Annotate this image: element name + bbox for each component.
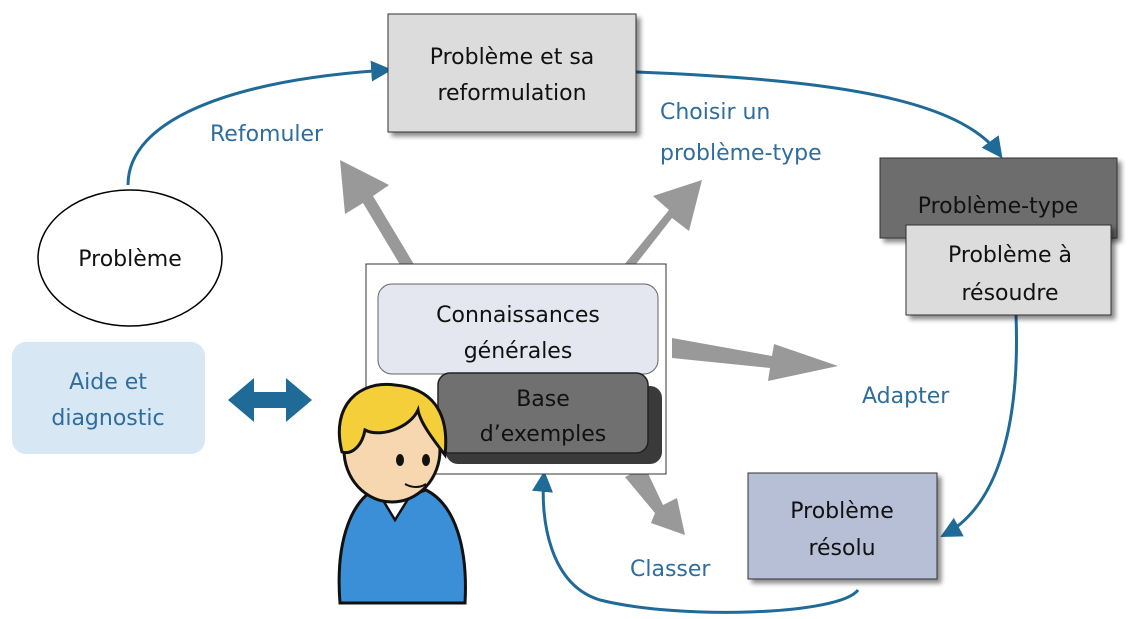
probleme-label: Problème: [78, 247, 181, 272]
connaissances-label-line1: Connaissances: [436, 303, 600, 328]
aide-diagnostic-box: [12, 342, 205, 454]
resolu-box: [747, 472, 938, 580]
connaissances-label-line2: générales: [464, 339, 573, 364]
classify-flow-arrow: [532, 470, 860, 614]
refomuler-label: Refomuler: [210, 122, 324, 147]
resolu-label-line1: Problème: [790, 499, 893, 524]
reformulation-box: [387, 13, 637, 133]
probleme-ellipse: [37, 189, 223, 327]
choisir-label-line2: problème-type: [660, 141, 822, 166]
gray-arrow-refomuler: [340, 160, 432, 278]
gray-arrow-adapter: [672, 338, 838, 381]
gray-arrow-classer: [625, 467, 685, 535]
base-label-line1: Base: [516, 387, 570, 412]
double-headed-arrow: [228, 378, 312, 422]
user-avatar-icon: [337, 382, 467, 605]
adapt-flow-arrow: [940, 314, 1018, 537]
reformulate-flow-arrow: [126, 60, 393, 186]
base-label-line2: d’exemples: [480, 422, 607, 447]
a-resoudre-box: [905, 224, 1112, 316]
resolu-label-line2: résolu: [808, 536, 875, 561]
probleme-type-label: Problème-type: [918, 194, 1079, 219]
classer-label: Classer: [630, 557, 711, 582]
a-resoudre-label-line1: Problème à: [948, 243, 1072, 268]
reformulation-label-line2: reformulation: [437, 81, 586, 106]
aide-label-line2: diagnostic: [51, 406, 164, 431]
aide-label-line1: Aide et: [69, 370, 147, 395]
reformulation-label-line1: Problème et sa: [430, 45, 595, 70]
a-resoudre-label-line2: résoudre: [961, 281, 1058, 306]
choose-type-flow-arrow: [635, 70, 1003, 159]
gray-arrow-choisir: [598, 180, 702, 282]
adapter-label: Adapter: [862, 384, 950, 409]
choisir-label-line1: Choisir un: [660, 100, 770, 125]
